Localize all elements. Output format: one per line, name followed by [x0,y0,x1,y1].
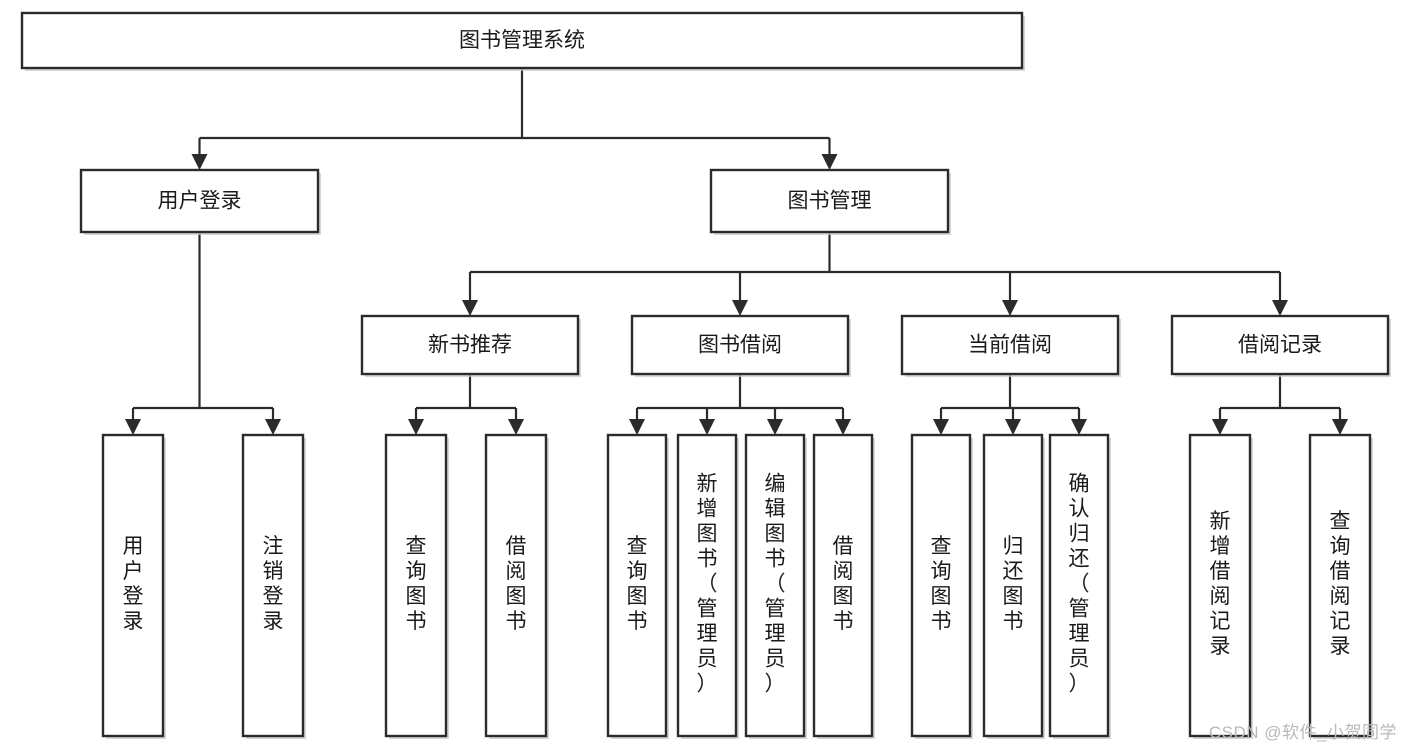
node-label: 借阅图书 [833,535,854,633]
arrow-head [265,419,281,435]
node-box[interactable] [1170,314,1390,376]
node-borrow-record[interactable]: 借阅记录 [1170,314,1391,377]
node-box[interactable] [630,314,850,376]
node-leaf-query-book-3[interactable]: 查询图书 [910,433,973,739]
arrow-head [933,419,949,435]
node-box[interactable] [709,168,950,234]
arrow-head [191,154,208,170]
node-leaf-add-record[interactable]: 新增借阅记录 [1188,433,1253,739]
node-label: 图书管理 [788,190,872,213]
node-box[interactable] [79,168,320,234]
node-leaf-user-login[interactable]: 用户登录 [101,433,166,739]
arrow-head [508,419,524,435]
node-box[interactable] [1308,433,1372,738]
node-box[interactable] [744,433,806,738]
node-box[interactable] [20,11,1024,70]
node-box[interactable] [982,433,1044,738]
arrow-head [732,300,748,316]
node-label: 查询图书 [627,535,648,633]
arrow-head [821,154,838,170]
node-box[interactable] [241,433,305,738]
node-label: 确认归还（管理员） [1069,473,1090,696]
node-leaf-edit-book[interactable]: 编辑图书（管理员） [744,433,807,739]
node-current-borrow[interactable]: 当前借阅 [900,314,1121,377]
node-book-borrow[interactable]: 图书借阅 [630,314,851,377]
node-leaf-borrow-book-2[interactable]: 借阅图书 [812,433,875,739]
node-root[interactable]: 图书管理系统 [20,11,1025,71]
node-leaf-user-logout[interactable]: 注销登录 [241,433,306,739]
node-label: 新增借阅记录 [1210,510,1231,658]
node-leaf-query-record[interactable]: 查询借阅记录 [1308,433,1373,739]
node-user-login[interactable]: 用户登录 [79,168,321,235]
node-label: 注销登录 [263,535,284,633]
node-label: 图书借阅 [698,334,782,357]
node-label: 图书管理系统 [459,29,585,52]
node-leaf-query-book-2[interactable]: 查询图书 [606,433,669,739]
node-label: 用户登录 [123,535,144,633]
node-label: 查询图书 [406,535,427,633]
node-label: 当前借阅 [968,334,1052,357]
node-label: 查询借阅记录 [1330,510,1351,658]
node-label: 查询图书 [931,535,952,633]
node-label: 借阅记录 [1238,334,1322,357]
node-box[interactable] [910,433,972,738]
node-box[interactable] [900,314,1120,376]
arrow-head [629,419,645,435]
arrow-head [1332,419,1348,435]
connector-layer [125,68,1348,435]
arrow-head [1212,419,1228,435]
node-label: 用户登录 [158,190,242,213]
node-box[interactable] [360,314,580,376]
node-leaf-query-book-1[interactable]: 查询图书 [384,433,449,739]
node-label: 借阅图书 [506,535,527,633]
node-leaf-borrow-book-1[interactable]: 借阅图书 [484,433,549,739]
node-leaf-add-book[interactable]: 新增图书（管理员） [676,433,739,739]
node-label: 编辑图书（管理员） [765,473,786,696]
node-box[interactable] [1048,433,1110,738]
arrow-head [767,419,783,435]
node-box[interactable] [606,433,668,738]
arrow-head [835,419,851,435]
arrow-head [462,300,478,316]
arrow-head [699,419,715,435]
arrow-head [1071,419,1087,435]
node-book-manage[interactable]: 图书管理 [709,168,951,235]
node-leaf-confirm-return[interactable]: 确认归还（管理员） [1048,433,1111,739]
node-leaf-return-book[interactable]: 归还图书 [982,433,1045,739]
node-box[interactable] [384,433,448,738]
arrow-head [125,419,141,435]
node-label: 归还图书 [1003,535,1024,633]
node-box[interactable] [676,433,738,738]
node-label: 新增图书（管理员） [697,473,718,696]
node-layer: 图书管理系统用户登录图书管理新书推荐图书借阅当前借阅借阅记录用户登录注销登录查询… [20,11,1391,739]
node-label: 新书推荐 [428,334,512,357]
node-box[interactable] [101,433,165,738]
node-box[interactable] [484,433,548,738]
arrow-head [408,419,424,435]
arrow-head [1272,300,1288,316]
node-box[interactable] [812,433,874,738]
node-box[interactable] [1188,433,1252,738]
arrow-head [1002,300,1018,316]
arrow-head [1005,419,1021,435]
node-new-book-rec[interactable]: 新书推荐 [360,314,581,377]
